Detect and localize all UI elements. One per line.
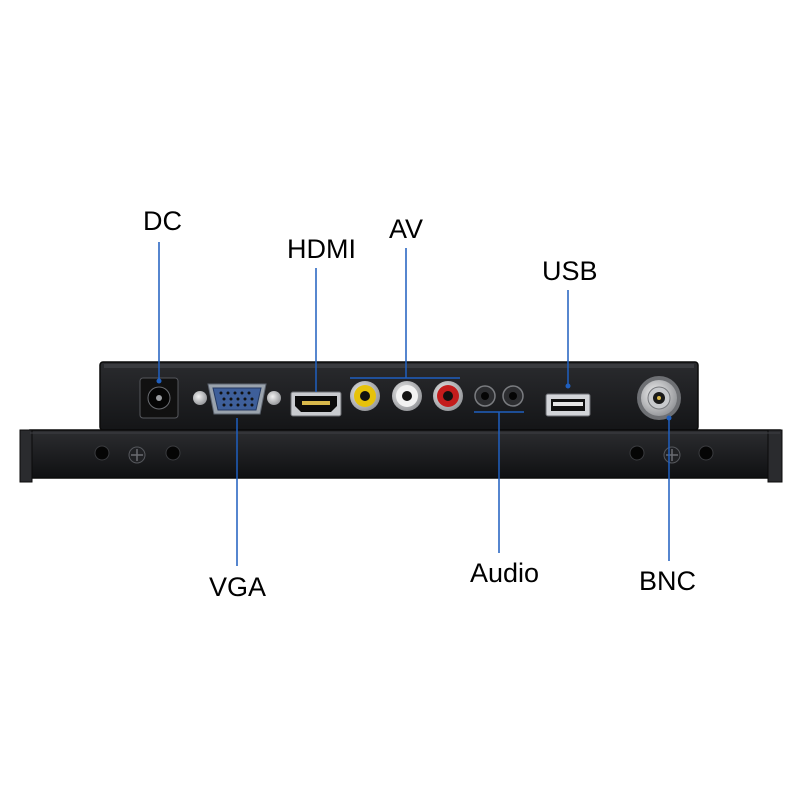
av-label: AV xyxy=(389,214,424,244)
bracket-hole-icon xyxy=(698,445,714,461)
audio-jack-icon xyxy=(502,385,524,407)
dc-port-icon xyxy=(139,377,179,419)
bracket-hole-icon xyxy=(629,445,645,461)
bnc-label: BNC xyxy=(639,566,697,596)
dc-label: DC xyxy=(143,206,182,236)
usb-leader-dot xyxy=(565,383,571,389)
av-white-jack-icon xyxy=(392,381,422,411)
screw-icon xyxy=(128,446,146,464)
bnc-port-icon xyxy=(637,376,681,420)
audio-label: Audio xyxy=(470,558,540,588)
mounting-bracket xyxy=(19,429,783,483)
leader-lines xyxy=(156,242,672,566)
bracket-hole-icon xyxy=(94,445,110,461)
av-red-jack-icon xyxy=(433,381,463,411)
vga-label: VGA xyxy=(209,572,267,602)
dc-leader-dot xyxy=(156,378,162,384)
vga-port-icon xyxy=(193,383,281,415)
bnc-leader-dot xyxy=(666,415,672,421)
av-yellow-jack-icon xyxy=(350,381,380,411)
screw-icon xyxy=(663,446,681,464)
audio-jack-icon xyxy=(474,385,496,407)
usb-port-icon xyxy=(545,393,591,417)
hdmi-port-icon xyxy=(290,391,342,417)
usb-label: USB xyxy=(542,256,598,286)
hdmi-label: HDMI xyxy=(287,234,356,264)
bracket-hole-icon xyxy=(165,445,181,461)
